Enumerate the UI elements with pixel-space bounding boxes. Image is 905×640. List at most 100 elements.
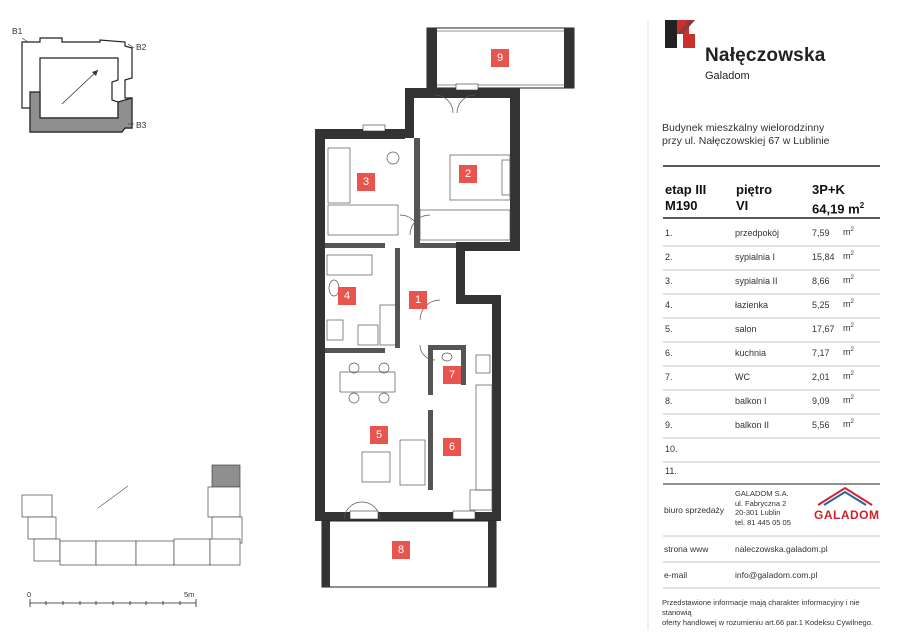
room-row-unit-sup: 2 <box>850 251 854 257</box>
sales-street: ul. Fabryczna 2 <box>735 498 787 508</box>
room-row-name: salon <box>735 324 757 334</box>
room-row-unit-m: m <box>843 419 851 429</box>
room-row-unit: m2 <box>843 299 854 309</box>
room-row-unit-sup: 2 <box>850 275 854 281</box>
room-row-unit-m: m <box>843 275 851 285</box>
room-row-unit: m2 <box>843 347 854 357</box>
room-row-area: 5,25 <box>812 300 830 310</box>
room-row-number: 5. <box>665 324 673 334</box>
site-plan <box>21 464 243 566</box>
room-row-unit: m2 <box>843 275 854 285</box>
room-row-number: 8. <box>665 396 673 406</box>
room-row-area: 9,09 <box>812 396 830 406</box>
unit-total-area-value: 64,19 m <box>812 201 860 217</box>
building-line-1: Budynek mieszkalny wielorodzinny <box>662 122 825 134</box>
galadom-logo-text: GALADOM <box>814 508 880 522</box>
brand-logo-mark <box>665 20 695 48</box>
sales-tel: tel. 81 445 05 05 <box>735 517 791 527</box>
room-row-name: łazienka <box>735 300 769 310</box>
unit-total-area: 64,19 m2 <box>812 198 864 216</box>
galadom-logo-roof <box>817 486 873 506</box>
room-row-area: 7,59 <box>812 228 830 238</box>
room-row-name: przedpokój <box>735 228 780 238</box>
room-row-unit: m2 <box>843 227 854 237</box>
room-row-unit-sup: 2 <box>850 227 854 233</box>
web-label: strona www <box>664 544 709 554</box>
room-row-number: 6. <box>665 348 673 358</box>
room-row-unit-sup: 2 <box>850 371 854 377</box>
plan-label-2: 2 <box>459 165 477 183</box>
room-row-area: 2,01 <box>812 372 830 382</box>
room-row-name: sypialnia I <box>735 252 776 262</box>
room-row-unit-m: m <box>843 395 851 405</box>
room-row-name: balkon I <box>735 396 767 406</box>
plan-label-8: 8 <box>392 541 410 559</box>
room-row-unit-m: m <box>843 347 851 357</box>
unit-code: M190 <box>665 198 698 213</box>
plan-label-5: 5 <box>370 426 388 444</box>
plan-label-1: 1 <box>409 291 427 309</box>
plan-label-9: 9 <box>491 49 509 67</box>
building-description: Budynek mieszkalny wielorodzinny przy ul… <box>662 122 830 148</box>
email-link[interactable]: info@galadom.com.pl <box>735 570 818 580</box>
room-row-name: balkon II <box>735 420 770 430</box>
sales-city: 20-301 Lublin <box>735 508 781 517</box>
room-row-number: 9. <box>665 420 673 430</box>
plan-label-7: 7 <box>443 366 461 384</box>
room-row-unit: m2 <box>843 323 854 333</box>
disclaimer: Przedstawione informacje mają charakter … <box>662 598 887 628</box>
key-plan-label-b1: B1 <box>12 26 23 36</box>
unit-floor: VI <box>736 198 749 213</box>
room-row-unit-m: m <box>843 251 851 261</box>
unit-floor-label: piętro <box>736 182 773 197</box>
unit-etap: etap III <box>665 182 707 197</box>
disclaimer-line-2: oferty handlowej w rozumieniu art.66 par… <box>662 618 873 627</box>
room-row-name: sypialnia II <box>735 276 778 286</box>
room-row-unit: m2 <box>843 395 854 405</box>
room-row-unit: m2 <box>843 371 854 381</box>
unit-type: 3P+K <box>812 182 845 197</box>
room-row-unit-sup: 2 <box>850 419 854 425</box>
brand-sub: Galadom <box>705 70 750 82</box>
room-row-area: 7,17 <box>812 348 830 358</box>
room-row-unit-m: m <box>843 371 851 381</box>
room-row-number: 10. <box>665 444 678 454</box>
room-row-area: 17,67 <box>812 324 835 334</box>
key-plan-label-b3: B3 <box>136 120 147 130</box>
web-link[interactable]: naleczowska.galadom.pl <box>735 544 828 554</box>
apartment-plan <box>315 27 575 588</box>
sales-label: biuro sprzedaży <box>664 505 725 515</box>
room-row-area: 5,56 <box>812 420 830 430</box>
disclaimer-line-1: Przedstawione informacje mają charakter … <box>662 598 860 617</box>
brand-name: Nałęczowska <box>705 45 826 66</box>
room-row-unit-sup: 2 <box>850 299 854 305</box>
scale-end: 5m <box>184 590 195 599</box>
room-row-unit-m: m <box>843 227 851 237</box>
room-row-unit: m2 <box>843 419 854 429</box>
room-row-name: WC <box>735 372 750 382</box>
email-label: e-mail <box>664 570 688 580</box>
room-row-number: 11. <box>665 466 677 476</box>
room-row-unit-sup: 2 <box>850 395 854 401</box>
sales-address: GALADOM S.A. ul. Fabryczna 2 20-301 Lubl… <box>735 489 791 527</box>
room-table-grid <box>663 165 880 589</box>
room-row-number: 7. <box>665 372 673 382</box>
room-row-area: 15,84 <box>812 252 835 262</box>
room-row-number: 3. <box>665 276 673 286</box>
room-row-area: 8,66 <box>812 276 830 286</box>
room-row-unit-m: m <box>843 299 851 309</box>
building-line-2: przy ul. Nałęczowskiej 67 w Lublinie <box>662 135 830 147</box>
key-plan <box>21 37 135 133</box>
plan-label-4: 4 <box>338 287 356 305</box>
plan-label-3: 3 <box>357 173 375 191</box>
room-row-number: 4. <box>665 300 673 310</box>
key-plan-label-b2: B2 <box>136 42 147 52</box>
room-row-name: kuchnia <box>735 348 767 358</box>
scale-bar <box>29 599 197 607</box>
room-row-unit-sup: 2 <box>850 347 854 353</box>
sales-company: GALADOM S.A. <box>735 489 789 498</box>
scale-start: 0 <box>27 590 32 599</box>
room-row-unit-m: m <box>843 323 851 333</box>
room-row-unit: m2 <box>843 251 854 261</box>
